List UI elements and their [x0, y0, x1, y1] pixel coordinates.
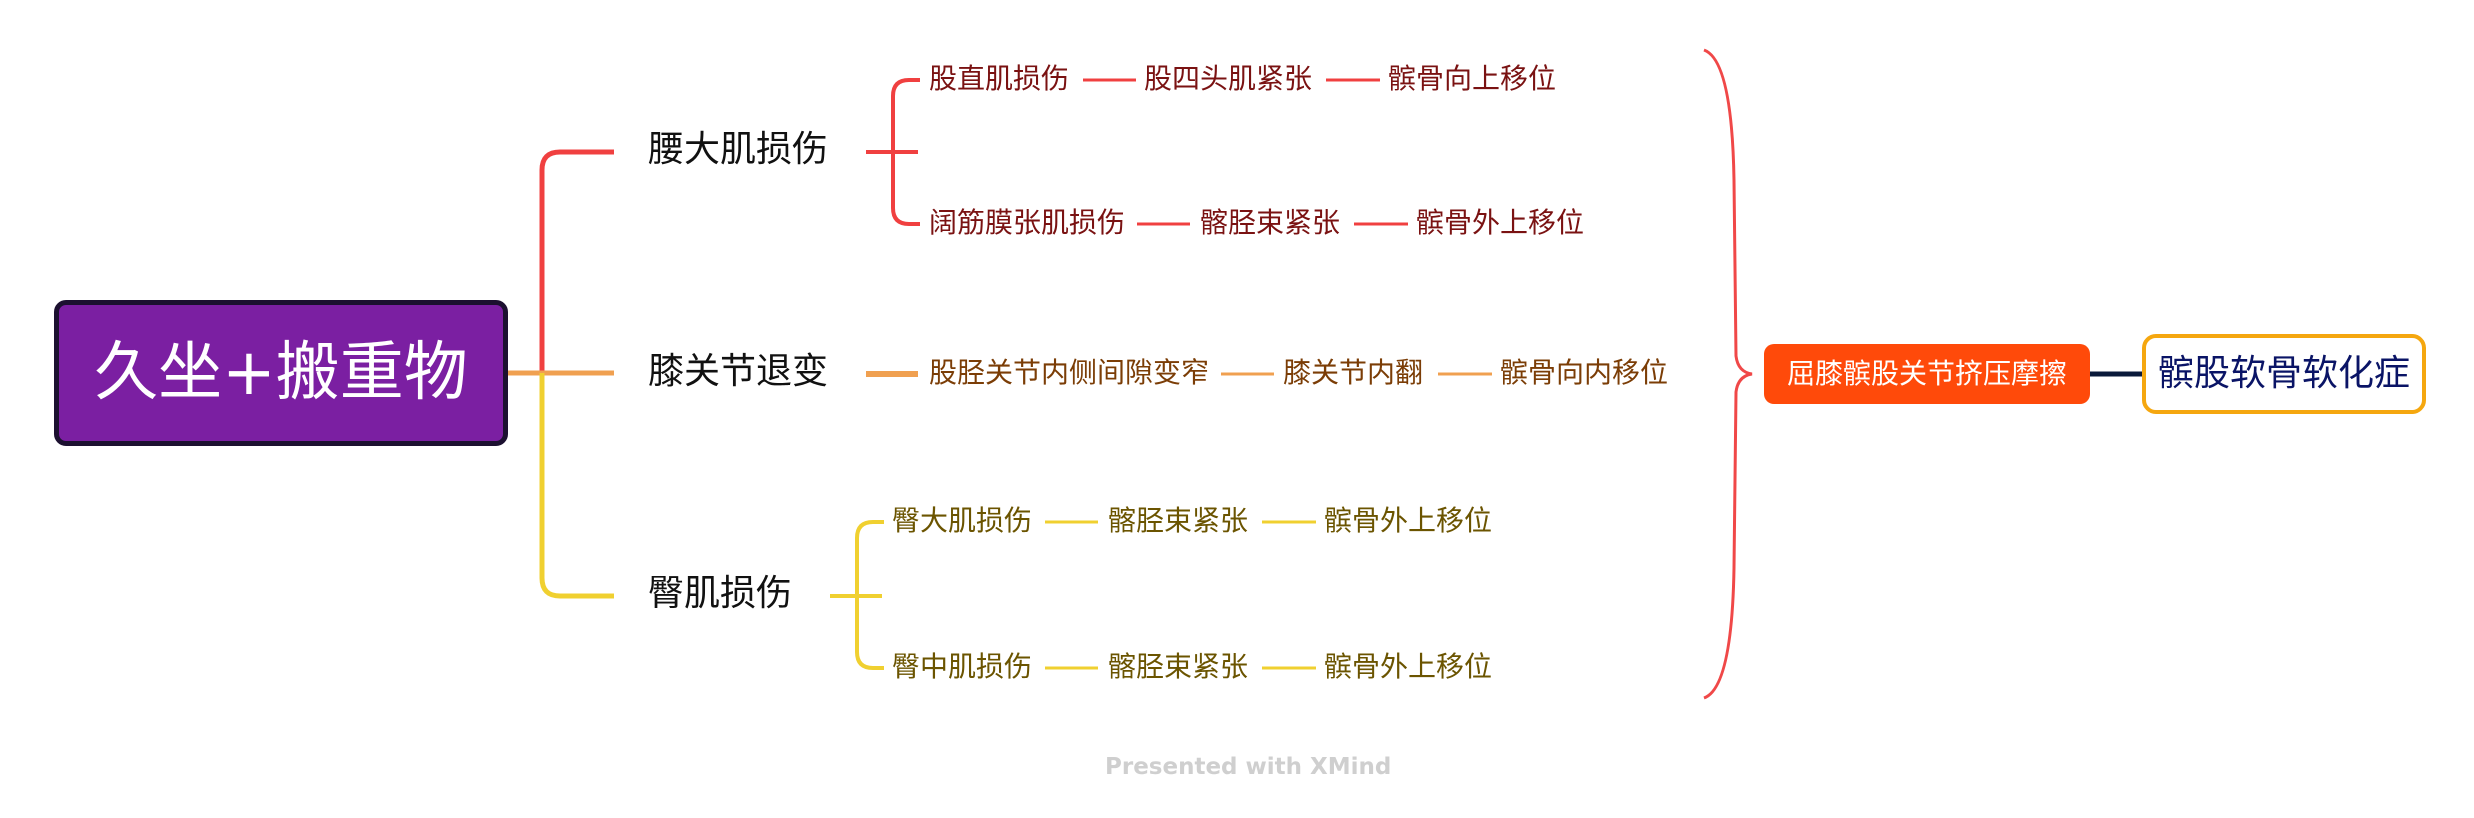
- leaf-1-2-2[interactable]: 髂胫束紧张: [1200, 206, 1341, 239]
- summary-topic[interactable]: 屈膝髌股关节挤压摩擦: [1764, 344, 2090, 404]
- leaf-3-1-1[interactable]: 臀大肌损伤: [892, 504, 1033, 537]
- connector-root-branch-3: [539, 373, 614, 599]
- leaf-1-2-3[interactable]: 髌骨外上移位: [1416, 206, 1585, 239]
- leaf-3-1-2[interactable]: 髂胫束紧张: [1108, 504, 1249, 537]
- leaf-2-1-1[interactable]: 股胫关节内侧间隙变窄: [929, 356, 1210, 389]
- branch-topic-psoas-injury[interactable]: 腰大肌损伤: [648, 129, 829, 170]
- branch-topic-gluteal-injury[interactable]: 臀肌损伤: [648, 573, 793, 614]
- leaf-1-1-3[interactable]: 髌骨向上移位: [1388, 62, 1557, 95]
- leaf-3-2-2[interactable]: 髂胫束紧张: [1108, 650, 1249, 683]
- branch-topic-knee-degeneration[interactable]: 膝关节退变: [648, 351, 829, 392]
- connector-branch-1-fork: [866, 78, 920, 226]
- connector-branch-3-fork: [830, 520, 884, 670]
- leaf-3-1-3[interactable]: 髌骨外上移位: [1324, 504, 1493, 537]
- final-topic[interactable]: 髌股软骨软化症: [2142, 334, 2426, 414]
- leaf-1-2-1[interactable]: 阔筋膜张肌损伤: [929, 206, 1126, 239]
- leaf-1-1-1[interactable]: 股直肌损伤: [929, 62, 1070, 95]
- watermark-text: Presented with XMind: [1105, 754, 1392, 780]
- connector-root-branch-1: [508, 149, 614, 376]
- summary-brace: [1703, 48, 1753, 700]
- root-topic[interactable]: 久坐+搬重物: [54, 300, 508, 446]
- leaf-3-2-3[interactable]: 髌骨外上移位: [1324, 650, 1493, 683]
- leaf-2-1-3[interactable]: 髌骨向内移位: [1500, 356, 1669, 389]
- leaf-1-1-2[interactable]: 股四头肌紧张: [1144, 62, 1313, 95]
- leaf-3-2-1[interactable]: 臀中肌损伤: [892, 650, 1033, 683]
- leaf-2-1-2[interactable]: 膝关节内翻: [1283, 356, 1424, 389]
